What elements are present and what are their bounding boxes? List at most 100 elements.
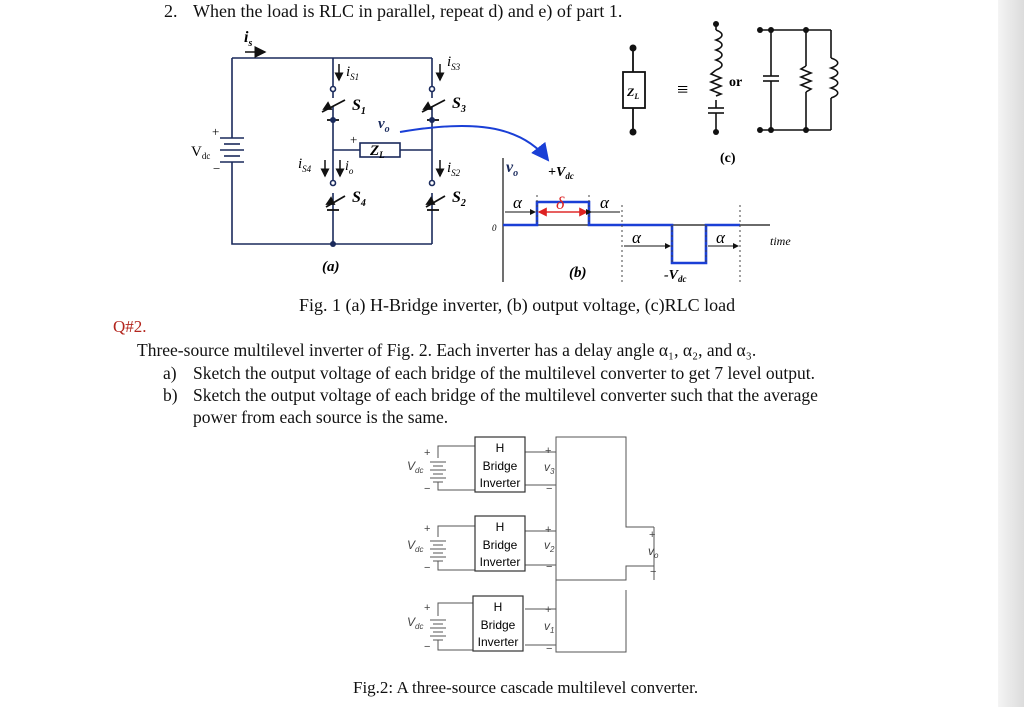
zl-label-a: ZL (369, 143, 385, 160)
source-minus: − (424, 562, 430, 574)
vo-pointer-arrow (399, 124, 550, 162)
list-item-text: Sketch the output voltage of each bridge… (193, 385, 818, 405)
box-line: Bridge (483, 459, 518, 473)
list-item-text: power from each source is the same. (193, 407, 449, 427)
terminal-dot (713, 129, 719, 135)
question-1-number: 2. (164, 1, 178, 21)
node-dot (330, 241, 336, 247)
v2-plus: + (545, 524, 551, 536)
h-bridge-box-bottom (472, 595, 524, 652)
vdc-label: Vdc (191, 144, 210, 161)
io-label: io (345, 159, 354, 176)
vo-minus: − (650, 566, 656, 578)
terminal-dot (629, 44, 637, 52)
vo-waveform (503, 200, 740, 265)
v1-label: v1 (544, 619, 554, 635)
dc-source-battery (220, 137, 244, 163)
v3-minus: − (546, 483, 552, 495)
page-edge-shadow (998, 0, 1024, 707)
v3-label: v3 (544, 460, 555, 476)
v2-minus: − (546, 561, 552, 573)
switch-s1-symbol (321, 99, 446, 211)
box-line: Inverter (478, 635, 519, 649)
source-label: Vdc (407, 615, 423, 631)
fig1b-label: (b) (569, 265, 587, 281)
terminal-dot (768, 127, 774, 133)
is1-label: iS1 (346, 64, 359, 82)
equiv-sign: ≡ (677, 79, 688, 101)
box-line: H (496, 441, 505, 455)
zl-plus: + (350, 132, 357, 147)
zero-label: 0 (492, 223, 497, 233)
alpha-label: α (632, 228, 642, 247)
alpha-label: α (513, 193, 523, 212)
vdc-plus: + (212, 124, 219, 139)
is2-label: iS2 (447, 160, 461, 178)
source-plus: + (424, 447, 430, 459)
s4-label: S4 (352, 189, 366, 209)
vo-label-b: vo (506, 159, 518, 179)
source-label: Vdc (407, 538, 423, 554)
v2-label: v2 (544, 538, 555, 554)
delta-label: δ (556, 193, 565, 213)
terminal-dot (629, 128, 637, 136)
h-bridge-box-top (474, 436, 526, 493)
minus-vdc-label: -Vdc (664, 268, 687, 284)
alpha-label: α (600, 193, 610, 212)
v1-minus: − (546, 643, 552, 655)
alpha-label: α (716, 228, 726, 247)
is3-label: iS3 (447, 54, 461, 72)
fig1-caption: Fig. 1 (a) H-Bridge inverter, (b) output… (299, 295, 736, 315)
list-item-marker: a) (163, 363, 177, 383)
waveform-guides (536, 195, 741, 285)
list-item-marker: b) (163, 385, 178, 405)
box-line: H (496, 520, 505, 534)
box-line: Bridge (483, 538, 518, 552)
vdc-minus: − (213, 161, 220, 176)
terminal-dot (803, 127, 809, 133)
question-1-text: When the load is RLC in parallel, repeat… (193, 1, 623, 21)
fig1a-label: (a) (322, 259, 340, 275)
s2-label: S2 (452, 189, 466, 209)
v3-plus: + (545, 445, 551, 457)
source-label: Vdc (407, 459, 423, 475)
s3-label: S3 (452, 95, 466, 115)
h-bridge-box-middle (474, 515, 526, 572)
is-label: is (244, 29, 252, 49)
plus-vdc-label: +Vdc (548, 165, 574, 181)
node-dot (429, 117, 435, 123)
s1-label: S1 (352, 97, 366, 117)
question-2-intro: Three-source multilevel inverter of Fig.… (137, 340, 757, 360)
box-line: Inverter (480, 555, 521, 569)
box-line: Bridge (481, 618, 516, 632)
or-label: or (729, 75, 742, 90)
terminal-dot (757, 127, 763, 133)
node-dot (330, 117, 336, 123)
box-line: H (494, 600, 503, 614)
zl-label-c: ZL (626, 85, 639, 101)
fig1-diagram: is iS1 iS3 iS4 iS2 io S1 S3 S4 S2 vo + Z… (191, 21, 839, 285)
list-item-text: Sketch the output voltage of each bridge… (193, 363, 816, 383)
vo-plus: + (649, 529, 655, 541)
source-minus: − (424, 483, 430, 495)
fig2-caption: Fig.2: A three-source cascade multilevel… (353, 678, 699, 697)
terminal-dot (757, 27, 763, 33)
is4-label: iS4 (298, 156, 312, 174)
question-2-label: Q#2. (113, 317, 147, 336)
source-minus: − (424, 641, 430, 653)
time-label: time (770, 234, 791, 248)
zl-load-box (622, 48, 646, 132)
terminal-dot (768, 27, 774, 33)
box-line: Inverter (480, 476, 521, 490)
fig2-wiring (437, 436, 655, 653)
terminal-dot (803, 27, 809, 33)
h-bridge-circuit (231, 57, 436, 245)
fig2-batteries (430, 461, 446, 646)
source-plus: + (424, 602, 430, 614)
v1-plus: + (545, 604, 551, 616)
terminal-dot (713, 21, 719, 27)
fig1c-label: (c) (720, 151, 736, 166)
vo-label: vo (648, 544, 659, 560)
